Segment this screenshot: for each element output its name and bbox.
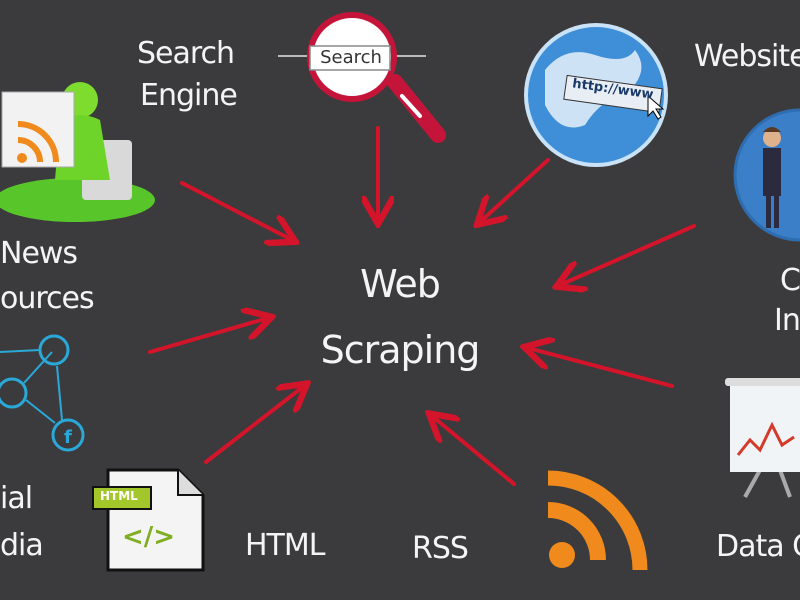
label-search-engine-2: Engine bbox=[140, 78, 238, 113]
label-social-2: dia bbox=[0, 528, 44, 563]
arrow-search-engine bbox=[180, 181, 292, 240]
facebook-icon: f bbox=[64, 427, 72, 448]
label-html: HTML bbox=[245, 528, 325, 563]
arrow-html bbox=[204, 386, 304, 464]
html-file-icon bbox=[92, 468, 205, 572]
label-competitive-2: In bbox=[774, 303, 800, 338]
label-websites: Websites bbox=[694, 39, 800, 74]
arrow-competitive bbox=[560, 224, 696, 285]
arrow-social bbox=[148, 318, 268, 354]
social-network-icon bbox=[0, 334, 85, 452]
label-news-2: ources bbox=[0, 281, 95, 316]
label-social-1: ial bbox=[0, 481, 33, 516]
magnifier-icon bbox=[278, 12, 446, 143]
arrow-data bbox=[528, 348, 674, 388]
arrow-rss bbox=[432, 416, 516, 486]
rss-dot bbox=[549, 542, 575, 568]
label-rss: RSS bbox=[412, 531, 469, 566]
search-box-text: Search bbox=[320, 47, 382, 68]
news-reader-icon bbox=[0, 82, 155, 222]
chart-board-icon bbox=[725, 378, 800, 498]
label-news-1: News bbox=[0, 236, 78, 271]
arrow-websites bbox=[480, 158, 550, 222]
label-search-engine-1: Search bbox=[137, 36, 235, 71]
center-title-line1: Web bbox=[360, 262, 441, 306]
label-data: Data C bbox=[716, 529, 800, 564]
label-competitive-1: C bbox=[780, 263, 800, 298]
business-people-icon bbox=[733, 108, 800, 242]
center-title-line2: Scraping bbox=[320, 328, 481, 372]
globe-icon bbox=[524, 23, 668, 167]
html-badge-text: HTML bbox=[100, 489, 138, 503]
code-icon: </> bbox=[122, 522, 176, 552]
rss-icon bbox=[547, 470, 648, 571]
